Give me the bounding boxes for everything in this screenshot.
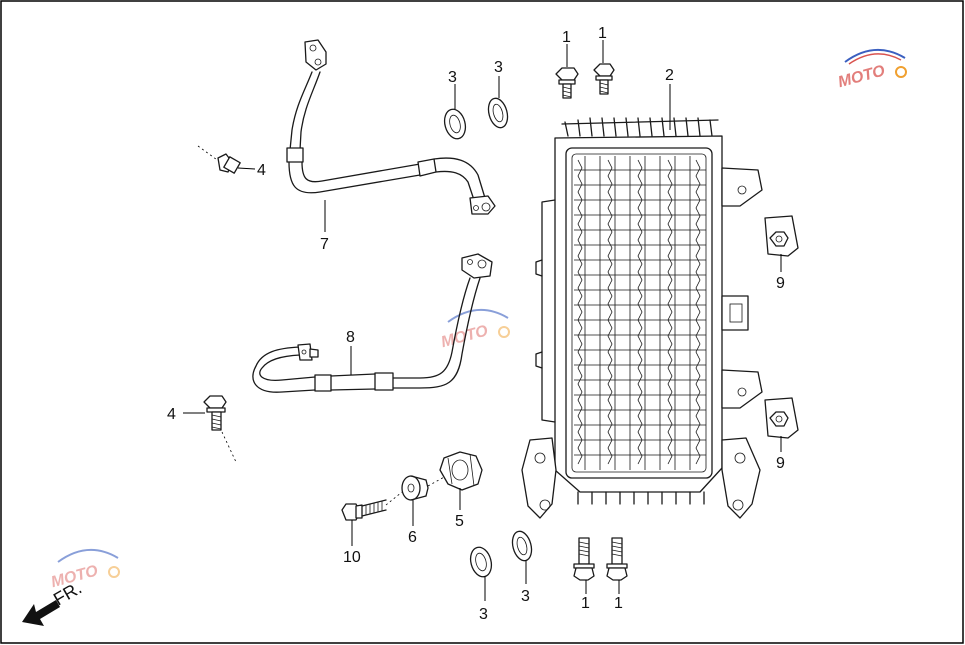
cooler-core-fins <box>574 159 706 465</box>
cooler-top-fins <box>561 117 719 137</box>
callout-10: 10 <box>343 549 361 566</box>
oil-cooler <box>521 117 763 519</box>
callout-8: 8 <box>346 329 355 346</box>
clip-nut-lower <box>764 397 799 439</box>
callout-4: 4 <box>257 162 266 179</box>
upper-oil-hose <box>286 39 496 215</box>
assembly-axis-line <box>385 475 447 506</box>
callout-6: 6 <box>408 529 417 546</box>
callout-1: 1 <box>581 595 590 612</box>
callout-3: 3 <box>521 588 530 605</box>
callout-4: 4 <box>167 406 176 423</box>
collar <box>401 475 429 501</box>
bolt-top-left <box>555 67 579 99</box>
washer-top-left <box>443 108 467 140</box>
bolt-bottom-left <box>573 537 595 581</box>
callout-1: 1 <box>614 595 623 612</box>
washer-bottom-right <box>511 530 533 562</box>
bolt-top-right <box>593 63 615 95</box>
callout-1: 1 <box>598 25 607 42</box>
callout-2: 2 <box>665 67 674 84</box>
leader-lines <box>183 40 782 601</box>
mount-bolt <box>341 499 387 521</box>
rubber-grommet <box>439 451 483 491</box>
cooler-core-tubes <box>584 156 691 470</box>
clip-nut-upper <box>764 215 799 257</box>
washer-top-right <box>487 97 509 129</box>
callout-3: 3 <box>479 606 488 623</box>
lower-oil-hose <box>252 253 493 393</box>
callout-3: 3 <box>448 69 457 86</box>
bolt-bottom-right <box>606 537 628 581</box>
callout-labels: 1 1 1 1 2 3 3 3 3 4 4 5 6 7 8 9 9 10 <box>167 25 785 623</box>
callout-9: 9 <box>776 275 785 292</box>
hose-bolt-lower <box>203 395 237 463</box>
callout-9: 9 <box>776 455 785 472</box>
callout-3: 3 <box>494 59 503 76</box>
front-arrow-icon <box>22 600 60 626</box>
hose-bolt-upper <box>197 145 241 174</box>
callout-1: 1 <box>562 29 571 46</box>
callout-5: 5 <box>455 513 464 530</box>
callout-7: 7 <box>320 236 329 253</box>
